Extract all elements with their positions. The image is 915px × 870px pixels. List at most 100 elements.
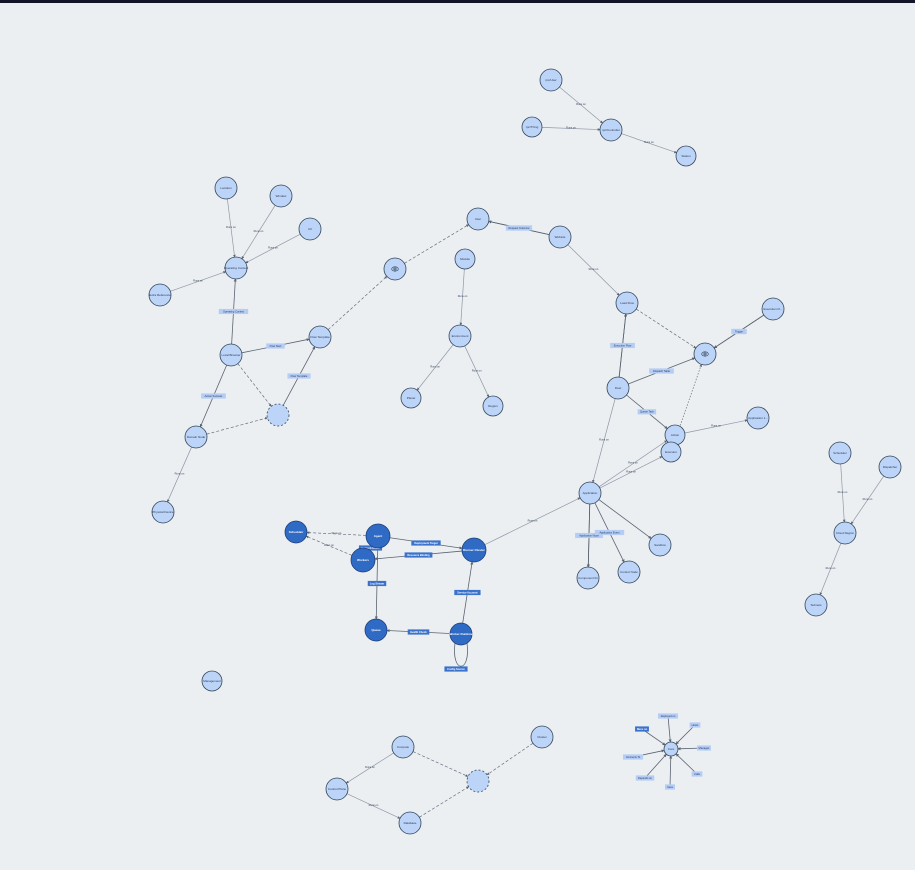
graph-node[interactable]: Cloud Region xyxy=(833,521,857,545)
node-circle[interactable] xyxy=(878,455,902,479)
graph-node[interactable]: Planet xyxy=(400,387,422,409)
edge[interactable] xyxy=(206,417,268,435)
graph-node[interactable]: rpc/Thing xyxy=(521,116,543,138)
edge[interactable] xyxy=(840,463,846,523)
edge[interactable] xyxy=(850,475,885,525)
edge[interactable] xyxy=(636,308,697,349)
node-circle[interactable] xyxy=(269,184,293,208)
graph-node[interactable]: Load Flow xyxy=(615,291,639,315)
edge[interactable] xyxy=(675,753,698,775)
edge[interactable] xyxy=(484,497,581,546)
node-circle[interactable] xyxy=(606,376,630,400)
edge[interactable] xyxy=(167,446,192,503)
graph-node[interactable]: User xyxy=(466,207,490,231)
graph-node[interactable]: Physical Device xyxy=(151,500,175,524)
graph-node[interactable]: Executor xyxy=(660,441,682,463)
node-circle[interactable] xyxy=(530,725,554,749)
node-circle[interactable] xyxy=(599,118,623,142)
graph-node[interactable]: Workers xyxy=(350,547,376,573)
node-circle[interactable] xyxy=(201,670,223,692)
edge[interactable] xyxy=(598,499,652,539)
node-circle[interactable] xyxy=(298,217,322,241)
graph-node[interactable]: Action xyxy=(664,424,686,446)
graph-node[interactable]: Flow xyxy=(606,376,630,400)
node-circle[interactable] xyxy=(325,777,349,801)
graph-node[interactable]: Window xyxy=(269,184,293,208)
node-circle[interactable] xyxy=(350,547,376,573)
edge[interactable] xyxy=(346,793,401,819)
node-circle[interactable] xyxy=(615,291,639,315)
node-circle[interactable] xyxy=(804,593,828,617)
graph-node[interactable]: Application xyxy=(578,481,602,505)
graph-node[interactable]: rpc/Controller xyxy=(599,118,623,142)
graph-node[interactable]: Component 01 xyxy=(576,566,600,590)
node-circle[interactable] xyxy=(521,116,543,138)
edge[interactable] xyxy=(641,728,666,746)
node-circle[interactable] xyxy=(365,523,391,549)
edge[interactable] xyxy=(559,86,603,124)
node-circle[interactable] xyxy=(746,406,770,430)
edge[interactable] xyxy=(412,751,469,777)
node-circle[interactable] xyxy=(617,560,641,584)
graph-node[interactable] xyxy=(266,403,290,427)
graph-node[interactable]: Scheduler xyxy=(828,441,852,465)
node-circle[interactable] xyxy=(548,225,572,249)
graph-node[interactable]: Environment xyxy=(448,324,472,348)
edge[interactable] xyxy=(669,755,673,788)
graph-node[interactable]: Cluster xyxy=(530,725,554,749)
edge[interactable] xyxy=(305,535,353,556)
graph-node[interactable]: Compute xyxy=(391,735,415,759)
graph-node[interactable]: Domain Node xyxy=(184,425,208,449)
graph-node[interactable]: Core xyxy=(663,741,679,757)
graph-node[interactable] xyxy=(383,257,407,281)
edge[interactable] xyxy=(459,268,465,326)
node-circle[interactable] xyxy=(578,481,602,505)
graph-node[interactable]: Location xyxy=(214,176,238,200)
node-circle[interactable] xyxy=(576,566,600,590)
graph-node[interactable]: Local Browser xyxy=(219,343,243,367)
node-circle[interactable] xyxy=(449,622,473,646)
graph-node[interactable]: Agent xyxy=(365,523,391,549)
node-circle[interactable] xyxy=(648,533,672,557)
node-circle[interactable] xyxy=(448,324,472,348)
node-circle[interactable] xyxy=(151,500,175,524)
node-circle[interactable] xyxy=(224,256,248,280)
node-circle[interactable] xyxy=(219,343,243,367)
graph-node[interactable]: Subnets xyxy=(804,593,828,617)
node-circle[interactable] xyxy=(400,387,422,409)
graph-node[interactable]: Dispatcher xyxy=(878,455,902,479)
edge[interactable] xyxy=(464,345,490,398)
node-circle[interactable] xyxy=(214,176,238,200)
graph-node[interactable]: Scheduler xyxy=(284,520,308,544)
edge[interactable] xyxy=(404,224,469,264)
edge[interactable] xyxy=(567,244,620,296)
edge[interactable] xyxy=(541,127,601,131)
node-circle[interactable] xyxy=(391,735,415,759)
node-circle[interactable] xyxy=(539,68,563,92)
edge[interactable] xyxy=(170,271,227,292)
edge[interactable] xyxy=(227,198,236,258)
node-circle[interactable] xyxy=(284,520,308,544)
edge[interactable] xyxy=(237,363,272,407)
edge[interactable] xyxy=(454,642,468,667)
node-circle[interactable] xyxy=(482,395,504,417)
node-circle[interactable] xyxy=(466,769,490,793)
edge[interactable] xyxy=(345,752,394,784)
node-circle[interactable] xyxy=(461,537,487,563)
graph-node[interactable]: Operating Context xyxy=(224,256,249,280)
node-circle[interactable] xyxy=(833,521,857,545)
node-circle[interactable] xyxy=(266,403,290,427)
edge[interactable] xyxy=(667,715,672,743)
graph-node[interactable]: rpc/User xyxy=(539,68,563,92)
node-circle[interactable] xyxy=(308,325,332,349)
graph-node[interactable]: Station xyxy=(675,145,697,167)
graph-node[interactable]: Database xyxy=(398,811,422,835)
node-circle[interactable] xyxy=(364,618,388,642)
edge[interactable] xyxy=(592,398,616,483)
node-circle[interactable] xyxy=(398,811,422,835)
graph-node[interactable]: Worker Runtime xyxy=(449,622,473,646)
edge[interactable] xyxy=(416,344,454,391)
edge[interactable] xyxy=(684,419,748,434)
edge[interactable] xyxy=(245,233,301,264)
